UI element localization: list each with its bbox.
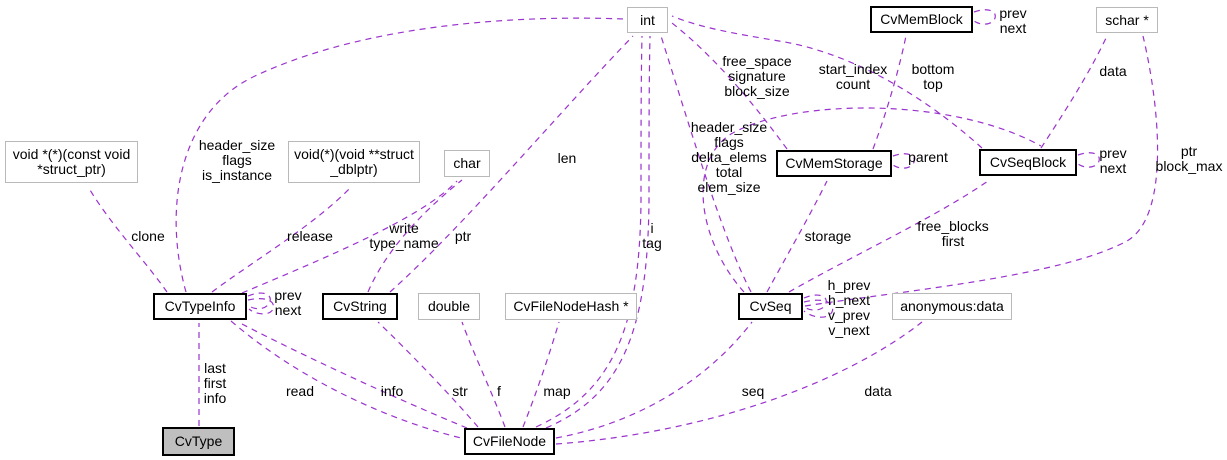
node-cvmemblock[interactable]: CvMemBlock [870,6,973,33]
label-map: map [543,383,571,399]
label-last-first-info: last first info [203,360,227,406]
edge-cvseq-self-v [803,299,834,318]
edge-str [377,321,479,428]
node-double: double [418,293,480,320]
label-info: info [380,383,404,399]
edge-storage [766,180,828,293]
label-bottom-top: bottom top [911,61,955,92]
edge-tag [545,35,651,429]
node-cvseq[interactable]: CvSeq [738,293,803,320]
node-cvmemstorage[interactable]: CvMemStorage [776,150,892,177]
node-cvtype: CvType [162,427,235,456]
label-write-type-name: write type_name [369,220,439,251]
label-memstorage-int: free_space signature block_size [722,53,792,99]
node-int: int [627,7,668,33]
node-cvseqblock[interactable]: CvSeqBlock [979,149,1077,176]
edge-cvseqblock-data [1040,35,1108,149]
edge-len [389,35,634,293]
label-seqblock-data: data [1099,63,1127,79]
label-ptr-char: ptr [454,228,472,244]
edge-i [535,35,643,428]
edge-free-blocks [788,180,989,293]
edge-f [461,321,506,428]
label-ptr-block-max: ptr block_max [1155,143,1223,174]
label-filenode-data: data [864,383,892,399]
edge-start-index-count [671,15,983,149]
edge-write-type-name [241,180,458,294]
edge-first [702,107,1042,293]
edge-cvseq-self-h [803,294,827,311]
node-cvfilenodehash: CvFileNodeHash * [505,293,637,320]
label-f: f [497,383,501,399]
edge-cvtypeinfo-self-prev [247,292,271,310]
edge-cvtypeinfo-self-next [247,297,275,315]
edge-ptr-block-max [804,35,1159,307]
edge-ptr-char [367,179,463,293]
edge-clone [89,189,168,293]
label-typeinfo-int: header_size flags is_instance [198,137,276,183]
node-char: char [444,150,490,177]
edge-release [211,185,353,293]
edge-cvseq-int [660,35,752,293]
label-cvseq-links: h_prev h_next v_prev v_next [827,277,871,338]
label-clone: clone [131,228,165,244]
label-str: str [452,383,468,399]
label-cvseq-int: header_size flags delta_elems total elem… [690,119,768,195]
label-typeinfo-prev-next: prev next [274,287,302,318]
edge-cvmemblock-self [973,9,996,25]
label-seqblock-prev-next: prev next [1099,145,1127,176]
node-clone-fn-type: void *(*)(const void *struct_ptr) [5,141,138,183]
node-release-fn-type: void(*)(void **struct _dblptr) [288,141,420,183]
node-cvfilenode[interactable]: CvFileNode [464,428,555,455]
label-release: release [287,228,333,244]
label-free-blocks-first: free_blocks first [917,218,989,249]
edge-seq [555,321,753,439]
node-schar-ptr: schar * [1096,7,1158,33]
edge-cvseqblock-self [1077,152,1100,168]
edge-cvtypeinfo-int [175,17,625,293]
edge-map [522,321,560,428]
label-len: len [557,150,577,166]
edge-read [230,320,462,439]
edge-bottom-top [872,35,907,150]
label-parent: parent [908,149,948,165]
label-seq: seq [741,383,765,399]
node-anonymous-data: anonymous:data [892,293,1012,320]
node-cvtypeinfo[interactable]: CvTypeInfo [153,293,247,320]
edge-cvmemstorage-self-parent [892,153,915,169]
label-memblock-prev-next: prev next [999,5,1027,36]
label-start-index-count: start_index count [818,61,888,92]
label-i-tag: i tag [642,220,662,251]
edge-info [241,323,468,429]
label-read: read [285,383,315,399]
edge-data-anon [555,321,923,445]
label-storage: storage [804,228,852,244]
node-cvstring[interactable]: CvString [322,293,398,320]
